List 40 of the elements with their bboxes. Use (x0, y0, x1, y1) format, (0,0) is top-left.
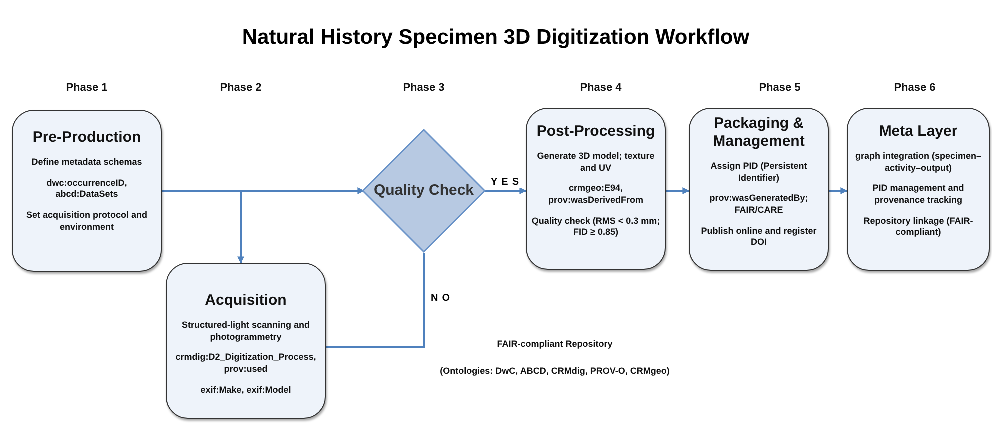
process-card (847, 108, 990, 271)
card-text: crmdig:D2_Digitization_Process, prov:used (174, 352, 318, 376)
diagram-title: Natural History Specimen 3D Digitization Workflow (241, 26, 751, 50)
card-text: PID management and provenance tracking (872, 183, 966, 207)
card-text: Set acquisition protocol and environment (25, 210, 148, 234)
process-card (526, 108, 666, 270)
arrow (162, 190, 244, 264)
card-text: Structured-light scanning and photogrammetry (180, 320, 311, 344)
phase-label: Phase 5 (759, 82, 801, 94)
arrow (666, 188, 690, 194)
card-text: Publish online and register DOI (700, 226, 818, 250)
arrow (484, 188, 527, 194)
note-text: (Ontologies: DwC, ABCD, CRMdig, PROV-O, CRMgeo) (440, 366, 670, 376)
card-title: Packaging & Management (712, 115, 806, 151)
process-card (689, 108, 829, 271)
card-title: Quality Check (374, 182, 474, 200)
card-title: Acquisition (205, 292, 287, 310)
arrow (829, 188, 848, 194)
card-text: Define metadata schemas (32, 157, 142, 169)
card-title: Pre-Production (32, 129, 142, 147)
connector-line (326, 253, 425, 348)
note-text: FAIR-compliant Repository (497, 339, 613, 349)
card-text: Generate 3D model; texture and UV (536, 151, 656, 174)
card-text: prov:wasGeneratedBy; FAIR/CARE (708, 193, 810, 217)
phase-label: Phase 6 (894, 82, 936, 94)
process-card (12, 110, 162, 272)
process-card (166, 263, 326, 419)
card-text: exif:Make, exif:Model (200, 384, 292, 396)
phase-label: Phase 2 (220, 82, 262, 94)
card-title: Meta Layer (879, 123, 958, 141)
phase-label: Phase 4 (580, 82, 622, 94)
card-title: Post-Processing (536, 123, 656, 141)
phase-label: Phase 3 (403, 82, 445, 94)
card-text: Assign PID (Persistent Identifier) (710, 161, 808, 184)
card-text: dwc:occurrenceID, abcd:DataSets (46, 178, 128, 202)
card-text: crmgeo:E94, prov:wasDerivedFrom (547, 183, 645, 207)
card-text: Repository linkage (FAIR-compliant) (862, 216, 974, 240)
card-text: graph integration (specimen–activity–output) (854, 151, 983, 174)
card-text: Quality check (RMS < 0.3 mm; FID ≥ 0.85) (530, 216, 662, 240)
phase-label: Phase 1 (66, 82, 108, 94)
